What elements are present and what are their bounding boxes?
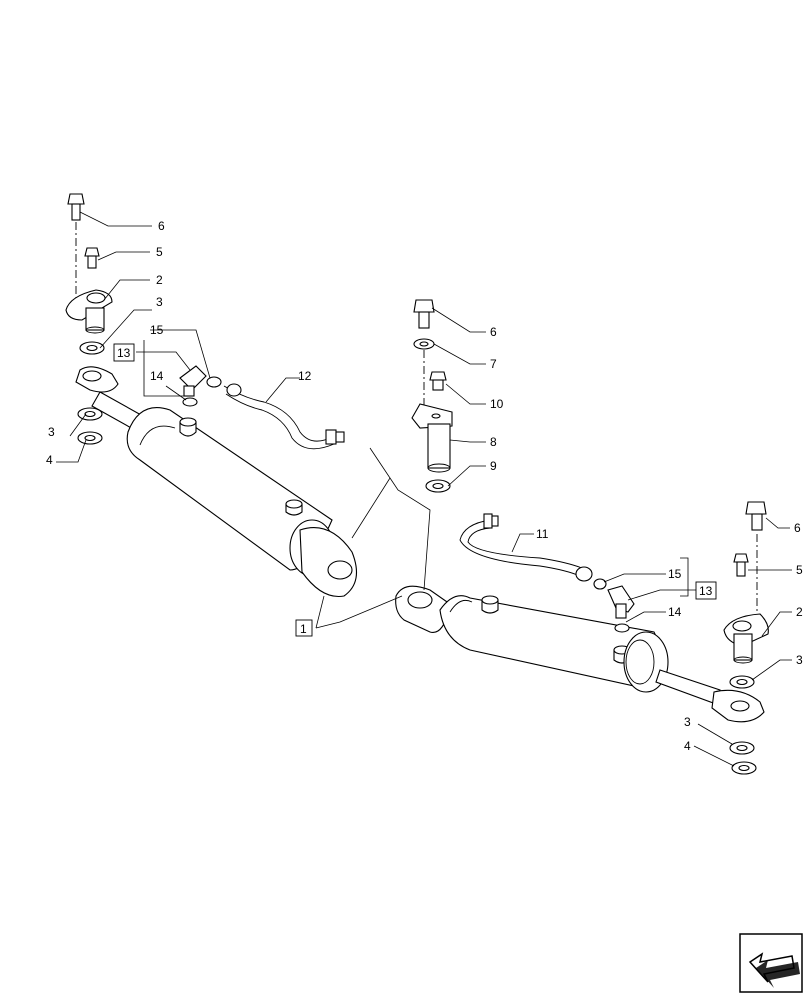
callout-2-right: 2 [796,605,803,619]
callout-5-left: 5 [156,245,163,259]
callout-15-left: 15 [150,323,164,337]
callout-3-right-bottom: 3 [684,715,691,729]
callout-6-left: 6 [158,219,165,233]
callout-5-right: 5 [796,563,803,577]
callout-13-left-box [113,343,135,362]
callout-3-left-bottom: 3 [48,425,55,439]
callout-4-left: 4 [46,453,53,467]
callout-8: 8 [490,435,497,449]
callout-4-right: 4 [684,739,691,753]
callout-3-right-top: 3 [796,653,803,667]
break-line [351,447,431,591]
callout-1: 1 [300,622,307,636]
callout-12: 12 [298,369,312,383]
left-cylinder [75,366,358,598]
callout-2-left: 2 [156,273,163,287]
callout-13-right: 13 [699,584,713,598]
callout-labels: 6 5 2 3 15 13 14 12 3 4 6 7 10 8 9 11 15… [46,219,803,753]
right-cylinder [395,585,765,723]
callout-6-center: 6 [490,325,497,339]
callout-11: 11 [536,527,549,541]
left-fittings [65,193,345,450]
callout-3-left-top: 3 [156,295,163,309]
callout-15-right: 15 [668,567,682,581]
leader-lines [56,211,792,767]
callout-13-right-box [695,581,717,600]
arrow-back-icon[interactable] [739,933,803,993]
callout-7: 7 [490,357,497,371]
callout-10: 10 [490,397,504,411]
callout-9: 9 [490,459,497,473]
callout-13-left: 13 [117,346,131,360]
callout-1-box [295,619,313,637]
right-fittings [459,501,769,775]
callout-14-left: 14 [150,369,164,383]
callout-6-right: 6 [794,521,801,535]
center-pin-stack [411,299,453,493]
callout-14-right: 14 [668,605,682,619]
